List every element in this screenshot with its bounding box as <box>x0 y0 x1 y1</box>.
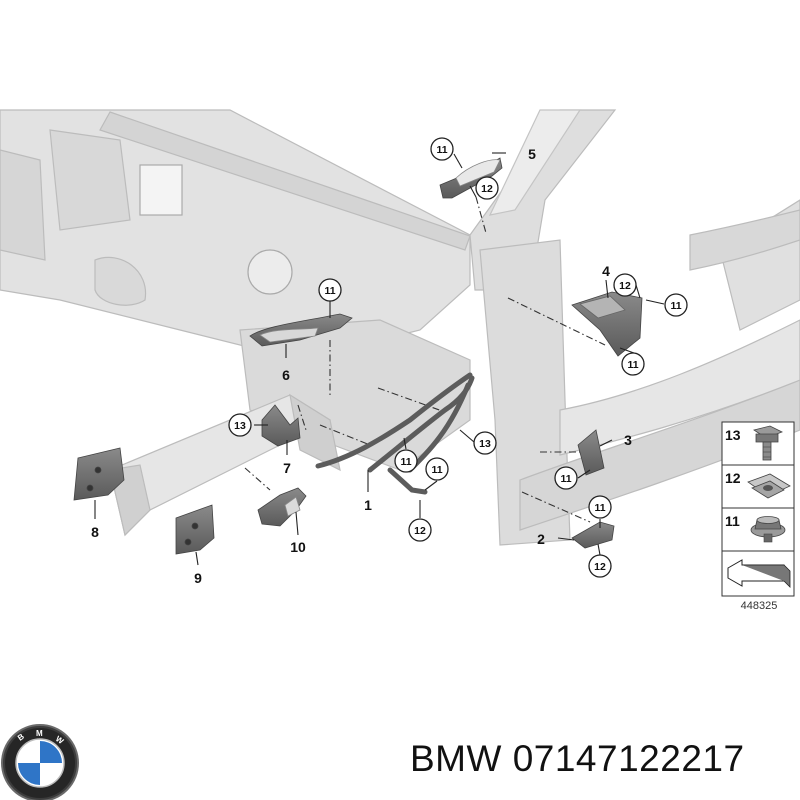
clip-nut-icon <box>747 473 791 499</box>
diagram-reference-number: 448325 <box>741 600 778 612</box>
callout-circles: 11 12 11 12 11 11 13 13 11 11 12 11 11 1… <box>228 137 688 578</box>
svg-text:13: 13 <box>479 438 491 450</box>
callout-c4-11a: 11 <box>664 293 688 317</box>
callout-c1-11b: 11 <box>425 457 449 481</box>
part-label-4: 4 <box>602 263 610 279</box>
svg-text:12: 12 <box>594 561 606 573</box>
callout-c1-13: 13 <box>473 431 497 455</box>
svg-text:11: 11 <box>400 456 411 468</box>
part-label-1: 1 <box>364 497 372 513</box>
callout-c6-11: 11 <box>318 278 342 302</box>
part-label-2: 2 <box>537 531 545 547</box>
flange-nut-icon <box>750 516 786 543</box>
svg-text:11: 11 <box>560 473 571 485</box>
callout-c3-11: 11 <box>554 466 578 490</box>
svg-text:11: 11 <box>436 144 447 156</box>
direction-arrow-icon <box>727 559 791 588</box>
leader-lines <box>244 196 606 523</box>
callout-c2-12: 12 <box>588 554 612 578</box>
svg-text:W: W <box>54 734 66 746</box>
part-2-bracket <box>571 521 615 549</box>
fastener-legend: 13 12 11 <box>721 421 795 597</box>
svg-text:11: 11 <box>431 464 442 476</box>
part-label-9: 9 <box>194 570 202 586</box>
legend-row-12: 12 <box>725 470 791 499</box>
svg-text:11: 11 <box>725 513 740 529</box>
svg-text:B: B <box>16 732 26 743</box>
svg-text:12: 12 <box>481 183 493 195</box>
part-6-hood-hinge-bracket <box>249 313 353 347</box>
callout-c1-12: 12 <box>408 518 432 542</box>
svg-text:12: 12 <box>414 525 426 537</box>
callout-c4-12: 12 <box>613 273 637 297</box>
callout-c4-11b: 11 <box>621 352 645 376</box>
bmw-logo: B M W <box>1 724 79 800</box>
svg-text:13: 13 <box>234 420 246 432</box>
callout-c7-13: 13 <box>228 413 252 437</box>
part-9-plate <box>175 504 215 555</box>
svg-text:11: 11 <box>670 300 681 312</box>
svg-text:13: 13 <box>725 427 741 443</box>
part-label-7: 7 <box>283 460 291 476</box>
part-label-6: 6 <box>282 367 290 383</box>
legend-row-11: 11 <box>725 513 786 543</box>
part-7-bracket <box>261 404 301 447</box>
legend-row-13: 13 <box>725 425 783 461</box>
callout-c5-11: 11 <box>430 137 454 161</box>
callout-leaders <box>94 152 665 566</box>
svg-text:M: M <box>36 729 43 738</box>
callout-c2-11: 11 <box>588 495 612 519</box>
part-number-labels: 1 2 3 4 5 6 7 8 9 10 <box>91 146 632 586</box>
part-5-bracket <box>439 157 503 199</box>
part-label-3: 3 <box>624 432 632 448</box>
svg-text:11: 11 <box>324 285 335 297</box>
part-8-plate <box>73 447 125 501</box>
part-4-bracket <box>571 291 643 357</box>
part-10-bracket <box>257 487 307 527</box>
part-number-caption: BMW 07147122217 <box>410 738 745 779</box>
svg-text:11: 11 <box>627 359 638 371</box>
part-label-10: 10 <box>290 539 306 555</box>
part-label-5: 5 <box>528 146 536 162</box>
svg-text:12: 12 <box>725 470 741 486</box>
part-label-8: 8 <box>91 524 99 540</box>
part-3-bracket <box>577 429 605 476</box>
svg-text:11: 11 <box>594 502 605 514</box>
svg-text:12: 12 <box>619 280 631 292</box>
callout-c1-11a: 11 <box>394 449 418 473</box>
bolt-icon <box>753 425 783 461</box>
callout-c5-12: 12 <box>475 176 499 200</box>
